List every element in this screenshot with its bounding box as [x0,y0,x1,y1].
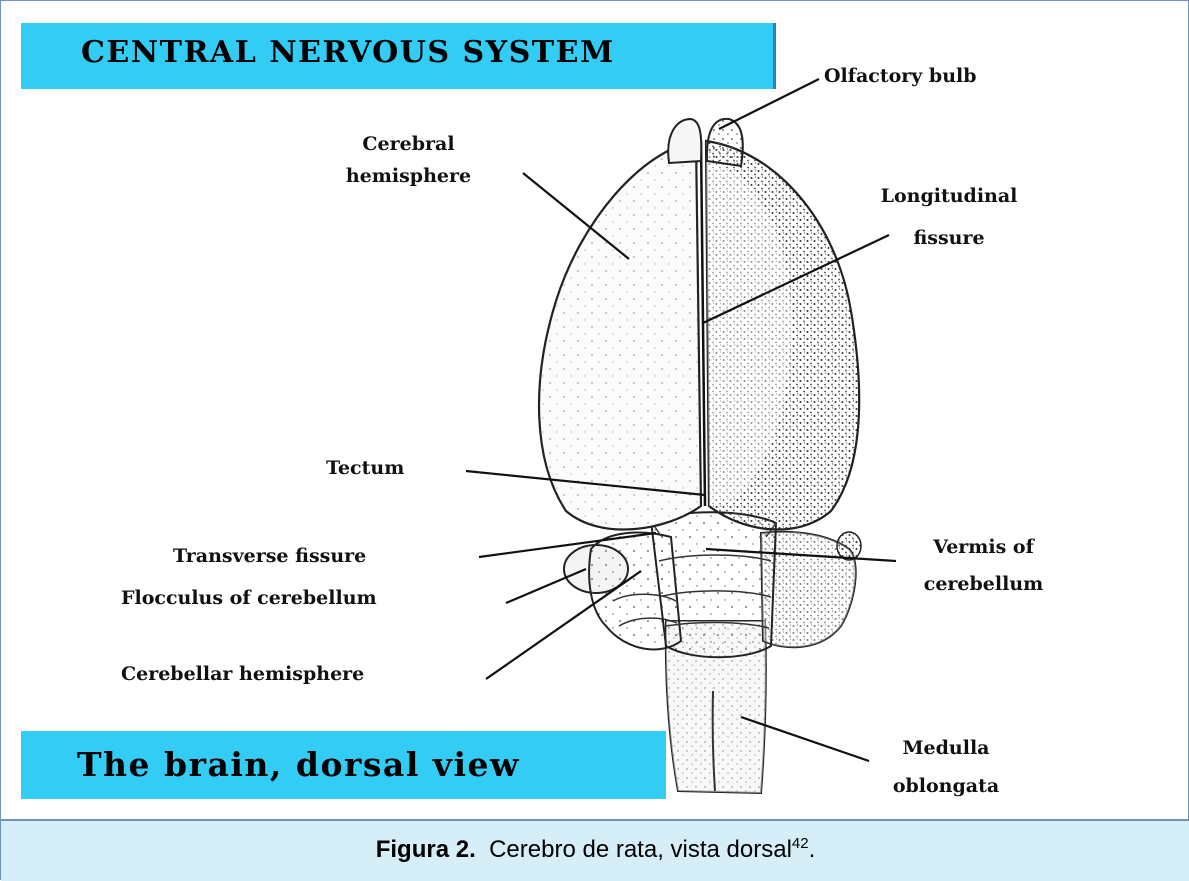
label-tectum: Tectum [326,453,404,483]
label-longitudinal-fissure-line1: Longitudinal [869,181,1029,211]
label-cerebellar-hemisphere: Cerebellar hemisphere [121,659,364,689]
label-transverse-fissure: Transverse fissure [173,541,366,571]
label-longitudinal-fissure-line2: fissure [869,223,1029,253]
label-vermis-line1: Vermis of [896,532,1071,562]
cerebellum-shape [564,512,861,657]
label-medulla-line1: Medulla [866,733,1026,763]
brain-illustration [1,1,1188,819]
label-olfactory-bulb: Olfactory bulb [824,61,977,91]
leader-olfactory-bulb [719,79,819,129]
subtitle-banner: The brain, dorsal view [21,731,666,799]
figure-caption-bar: Figura 2. Cerebro de rata, vista dorsal4… [1,819,1189,881]
label-cerebral-hemisphere-line1: Cerebral [316,129,501,159]
caption-reference: 42 [792,835,809,852]
caption-figure-label: Figura 2. [376,836,476,863]
label-medulla-line2: oblongata [866,771,1026,801]
figure-caption: Figura 2. Cerebro de rata, vista dorsal4… [1,835,1189,864]
caption-end: . [809,836,816,863]
caption-text: Cerebro de rata, vista dorsal [489,836,792,863]
label-vermis-line2: cerebellum [896,569,1071,599]
label-cerebral-hemisphere-line2: hemisphere [316,161,501,191]
diagram-subtitle: The brain, dorsal view [77,745,520,784]
label-flocculus-of-cerebellum: Flocculus of cerebellum [121,583,377,613]
cerebral-hemispheres-shape [539,141,859,530]
